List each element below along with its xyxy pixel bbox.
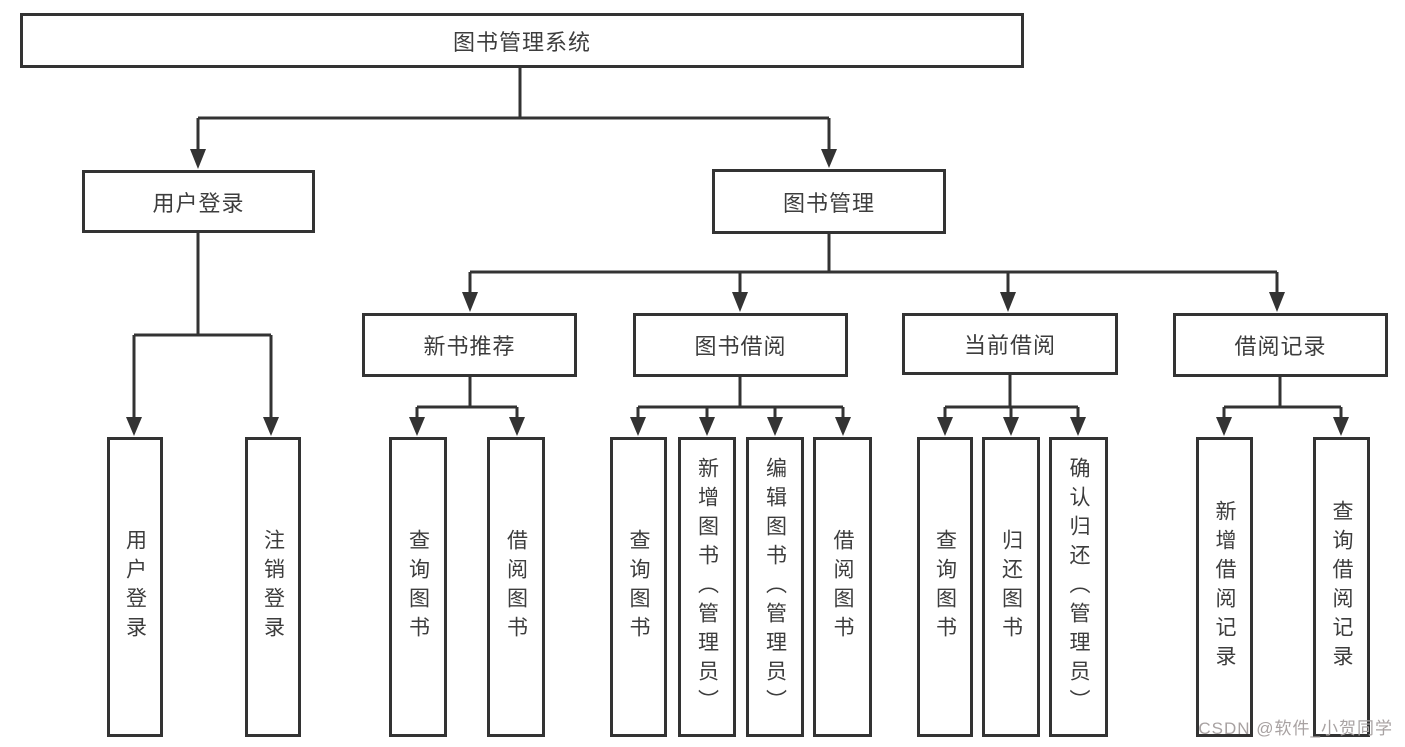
node-user-login: 用户登录: [82, 170, 315, 233]
arrowhead: [1333, 417, 1349, 436]
node-label: 新增图书（管理员）: [695, 456, 719, 718]
leaf-confirm-return-admin: 确认归还（管理员）: [1049, 437, 1108, 737]
connector-current-borrow: [943, 375, 1080, 418]
node-borrow-record: 借阅记录: [1173, 313, 1388, 377]
node-label: 借阅记录: [1234, 334, 1327, 359]
arrowhead: [732, 292, 748, 312]
connector-borrow-record: [1222, 377, 1343, 418]
leaf-borrow-book-2: 借阅图书: [813, 437, 872, 737]
leaf-query-book-1: 查询图书: [389, 437, 447, 737]
node-book-borrow: 图书借阅: [633, 313, 848, 377]
arrowhead: [630, 417, 646, 436]
node-new-book-recommend: 新书推荐: [362, 313, 577, 377]
arrowhead: [699, 417, 715, 436]
node-label: 查询图书: [406, 529, 430, 645]
node-label: 注销登录: [261, 529, 285, 645]
node-label: 编辑图书（管理员）: [763, 456, 787, 718]
csdn-watermark: CSDN @软件_小贺同学: [1198, 719, 1393, 738]
node-label: 查询图书: [933, 529, 957, 645]
leaf-return-book: 归还图书: [982, 437, 1040, 737]
node-label: 图书借阅: [694, 334, 787, 359]
connector-user-login: [132, 233, 273, 418]
arrowhead: [409, 417, 425, 436]
arrowhead: [509, 417, 525, 436]
arrowhead: [462, 292, 478, 312]
arrowhead: [1269, 292, 1285, 312]
arrowhead: [767, 417, 783, 436]
leaf-user-login: 用户登录: [107, 437, 163, 737]
node-label: 新增借阅记录: [1213, 500, 1236, 674]
arrowhead: [1000, 292, 1016, 312]
arrowhead: [821, 149, 837, 168]
arrowhead: [1216, 417, 1232, 436]
connector-root: [196, 68, 831, 150]
connector-book-borrow: [636, 377, 845, 418]
leaf-add-book-admin: 新增图书（管理员）: [678, 437, 736, 737]
arrowhead: [126, 417, 142, 436]
node-label: 查询借阅记录: [1330, 500, 1353, 674]
node-label: 归还图书: [999, 529, 1023, 645]
node-root: 图书管理系统: [20, 13, 1024, 68]
leaf-logout: 注销登录: [245, 437, 301, 737]
node-label: 用户登录: [123, 529, 147, 645]
node-label: 新书推荐: [423, 334, 516, 359]
node-label: 当前借阅: [963, 333, 1056, 358]
arrowhead: [1070, 417, 1086, 436]
arrowhead: [937, 417, 953, 436]
leaf-add-borrow-record: 新增借阅记录: [1196, 437, 1253, 737]
arrowhead: [263, 417, 279, 436]
leaf-query-book-2: 查询图书: [610, 437, 667, 737]
leaf-query-book-3: 查询图书: [917, 437, 973, 737]
arrowhead: [835, 417, 851, 436]
arrowhead: [190, 149, 206, 169]
node-label: 查询图书: [627, 529, 650, 645]
node-label: 图书管理系统: [452, 29, 591, 55]
node-label: 用户登录: [152, 190, 245, 216]
leaf-query-borrow-record: 查询借阅记录: [1313, 437, 1370, 737]
node-label: 借阅图书: [504, 529, 528, 645]
node-label: 借阅图书: [831, 529, 854, 645]
connector-new-book: [415, 377, 519, 418]
node-book-management: 图书管理: [712, 169, 946, 234]
leaf-edit-book-admin: 编辑图书（管理员）: [746, 437, 804, 737]
node-current-borrow: 当前借阅: [902, 313, 1118, 375]
leaf-borrow-book-1: 借阅图书: [487, 437, 545, 737]
node-label: 图书管理: [782, 190, 875, 216]
connector-book-management: [468, 234, 1279, 293]
node-label: 确认归还（管理员）: [1067, 456, 1090, 718]
arrowhead: [1003, 417, 1019, 436]
